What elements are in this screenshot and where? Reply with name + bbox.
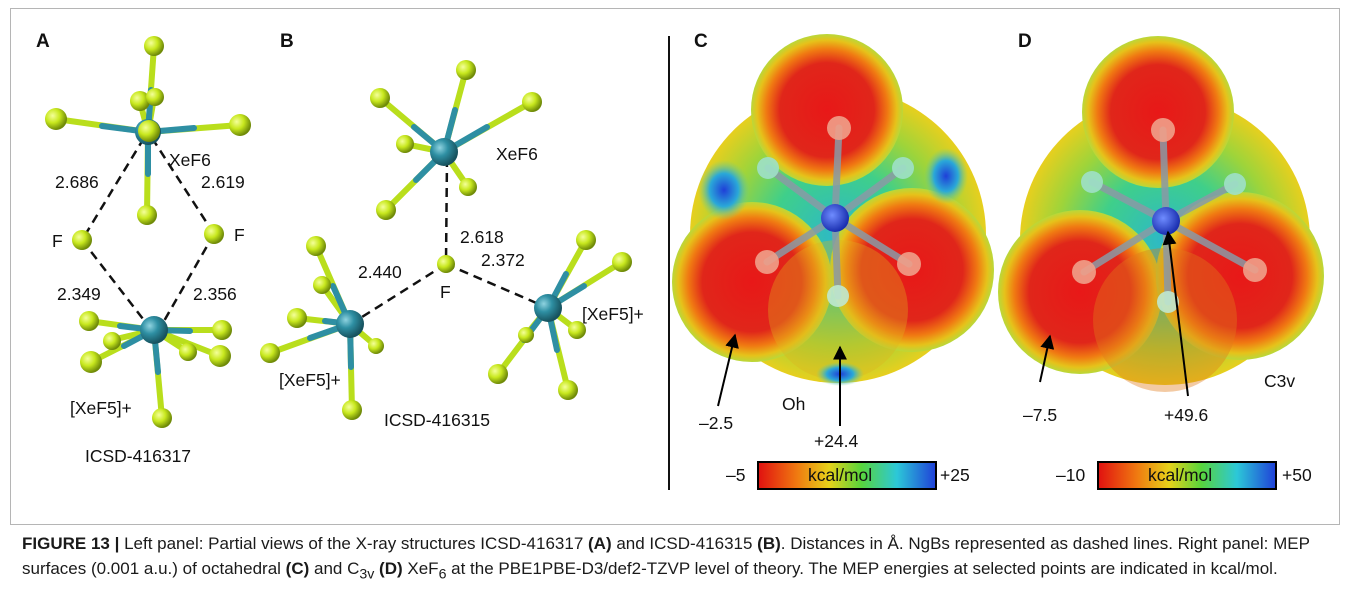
color-scale-c	[757, 461, 937, 490]
scale-unit-c: kcal/mol	[808, 465, 872, 485]
scale-min-d: –10	[1056, 465, 1085, 485]
caption-label: FIGURE 13 |	[22, 534, 120, 553]
cation-right-label-b: [XeF5]+	[582, 304, 644, 324]
caption-text-7: at the PBE1PBE-D3/def2-TZVP level of the…	[446, 559, 1278, 578]
symmetry-label-c: Oh	[782, 394, 805, 414]
figure-caption: FIGURE 13 | Left panel: Partial views of…	[22, 531, 1334, 587]
scale-min-c: –5	[726, 465, 745, 485]
distance-2619: 2.619	[201, 172, 245, 192]
caption-ref-d: (D)	[379, 559, 403, 578]
fluoride-b	[437, 255, 455, 273]
icsd-label-a: ICSD-416317	[85, 446, 191, 466]
panel-a-letter: A	[36, 31, 50, 52]
distance-2349: 2.349	[57, 284, 101, 304]
panel-a: A	[36, 31, 251, 466]
xef5-cation-left-b	[260, 236, 384, 420]
distance-2618: 2.618	[460, 227, 504, 247]
f-label-b: F	[440, 282, 451, 302]
caption-ref-a: (A)	[588, 534, 612, 553]
f-label-right-a: F	[234, 225, 245, 245]
color-scale-d	[1097, 461, 1277, 490]
xef6-label-a: XeF6	[169, 150, 211, 170]
scale-max-c: +25	[940, 465, 970, 485]
caption-sub-6: 6	[438, 566, 447, 583]
distance-2686: 2.686	[55, 172, 99, 192]
caption-text-1: Left panel: Partial views of the X-ray s…	[119, 534, 589, 553]
mep-value-d2: +49.6	[1164, 405, 1208, 425]
mep-surface-c3v	[998, 36, 1324, 392]
f-label-left-a: F	[52, 231, 63, 251]
distance-2440: 2.440	[358, 262, 402, 282]
xef5-cation-a	[79, 311, 232, 428]
fluoride-right-a	[204, 224, 224, 244]
figure-graphic: A	[36, 31, 1324, 490]
xef5-cation-right-b	[488, 230, 632, 400]
panel-d-letter: D	[1018, 31, 1032, 52]
panel-b: B	[260, 31, 644, 430]
panel-d: D C3v –7.5 +49.6	[998, 31, 1324, 490]
figure-frame	[10, 8, 1340, 525]
mep-surface-oh	[672, 34, 994, 386]
symmetry-label-d: C3v	[1264, 371, 1295, 391]
caption-ref-b: (B)	[757, 534, 781, 553]
arrow-c-left	[717, 333, 739, 407]
caption-sub-3v: 3v	[359, 566, 375, 583]
xef6-label-b: XeF6	[496, 144, 538, 164]
distance-2356: 2.356	[193, 284, 237, 304]
panel-c-letter: C	[694, 31, 708, 52]
cation-left-label-b: [XeF5]+	[279, 370, 341, 390]
arrow-d-center	[1162, 230, 1189, 397]
mep-value-d1: –7.5	[1023, 405, 1057, 425]
icsd-label-b: ICSD-416315	[384, 410, 490, 430]
distance-2372: 2.372	[481, 250, 525, 270]
caption-text-6: XeF	[402, 559, 439, 578]
arrow-d-left	[1039, 334, 1055, 383]
mep-value-c1: –2.5	[699, 413, 733, 433]
cation-label-a: [XeF5]+	[70, 398, 132, 418]
fluoride-left-a	[72, 230, 92, 250]
caption-text-2: and ICSD-416315	[611, 534, 758, 553]
panel-b-letter: B	[280, 31, 294, 52]
caption-ref-c: (C)	[285, 559, 310, 578]
xef6-molecule-a	[45, 36, 251, 225]
scale-unit-d: kcal/mol	[1148, 465, 1212, 485]
ngb-contacts-b	[353, 157, 549, 324]
mep-value-c2: +24.4	[814, 431, 859, 451]
panel-c: C O	[672, 31, 994, 490]
ngb-contacts-a	[80, 137, 216, 329]
caption-text-4: and C	[309, 559, 360, 578]
caption-text-3: . Distances in Å. NgBs represented as da…	[22, 534, 1310, 578]
xef6-molecule-b	[370, 60, 542, 220]
scale-max-d: +50	[1282, 465, 1312, 485]
